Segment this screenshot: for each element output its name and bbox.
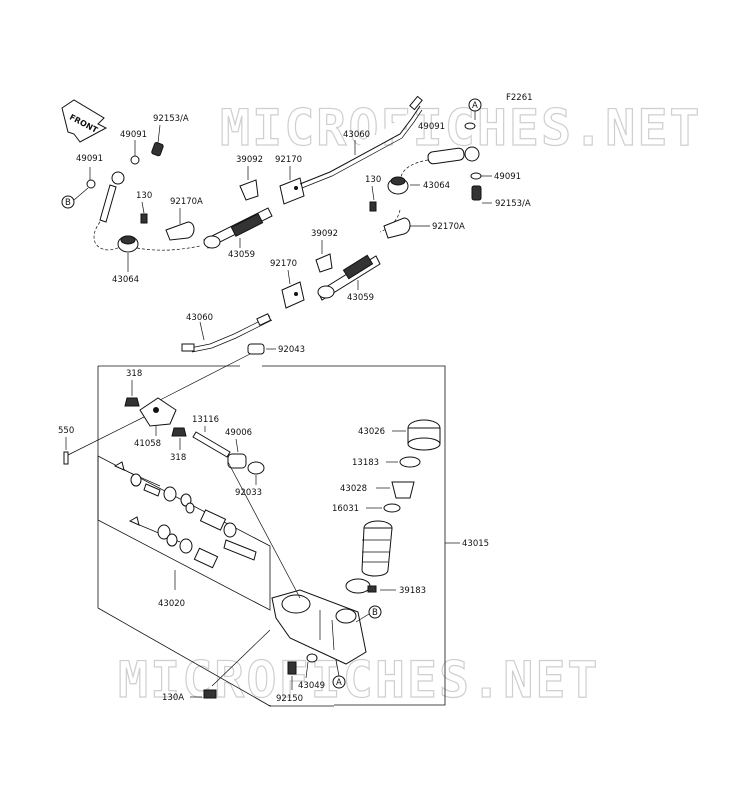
retainer-clip-icon [315,253,333,273]
clamp-icon [383,217,411,239]
label-43064-right: 43064 [423,181,450,191]
cable-end-icon [256,313,272,326]
grommet-icon [117,235,139,253]
seal-icon [130,473,237,538]
label-318-top: 318 [126,369,142,379]
hose-clamp-icon [345,578,377,594]
piston-kit-frame [97,455,271,611]
callout-b-icon [368,605,382,619]
washer-icon [86,179,96,189]
label-550: 550 [58,426,74,436]
label-43064-left: 43064 [112,275,139,285]
ring-icon [383,503,401,513]
retainer-clip-icon [239,179,259,201]
label-92033: 92033 [235,488,262,498]
label-43060-mid: 43060 [186,313,213,323]
nut-icon [124,397,140,407]
plate-icon [399,456,421,468]
label-39183: 39183 [399,586,426,596]
callout-b-bottom: B [372,608,378,618]
label-92170-mid: 92170 [270,259,297,269]
label-92150: 92150 [276,694,303,704]
label-92153A-left: 92153/A [153,114,189,124]
callout-b-left: B [65,198,71,208]
label-43060-top: 43060 [343,130,370,140]
washer-icon [464,122,476,130]
bolt-icon [203,689,217,699]
bolt-icon [140,213,148,224]
label-130-right: 130 [365,175,381,185]
label-92170A-left: 92170A [170,197,203,207]
label-92170-top: 92170 [275,155,302,165]
hose-fitting-icon [427,146,480,165]
clevis-icon [139,397,177,427]
washer-icon [130,155,140,165]
piston-icon [157,524,257,569]
label-92170A-right: 92170A [432,222,465,232]
bracket-icon [279,177,305,205]
watermark-bottom: MICROFICHES.NET [118,651,600,709]
cable-end-icon [409,95,423,111]
callout-a-top: A [472,101,478,111]
label-13183: 13183 [352,458,379,468]
figure-code: F2261 [506,93,533,103]
callout-b-icon [61,195,75,209]
label-49091-left-1: 49091 [120,130,147,140]
grommet-icon [387,176,409,195]
label-43059-mid: 43059 [347,293,374,303]
label-43015: 43015 [462,539,489,549]
hose-fitting-icon [99,171,125,223]
label-39092-top: 39092 [236,155,263,165]
label-92153A-right: 92153/A [495,199,531,209]
label-49091-left-2: 49091 [76,154,103,164]
label-49091-right-2: 49091 [494,172,521,182]
washer-icon [470,172,482,180]
label-92043: 92043 [278,345,305,355]
label-43026: 43026 [358,427,385,437]
diaphragm-icon [391,481,415,499]
label-16031: 16031 [332,504,359,514]
cotter-pin-icon [63,451,69,465]
label-43049: 43049 [298,681,325,691]
reservoir-icon [361,520,393,577]
callout-a-bottom: A [336,678,342,688]
bolt-icon [369,201,377,212]
cable-adjuster-icon [203,207,273,249]
label-43059-top: 43059 [228,250,255,260]
cable-adjuster-icon [317,254,381,301]
circlip-icon [247,461,265,475]
label-49006: 49006 [225,428,252,438]
boot-icon [227,453,247,469]
reservoir-cap-icon [407,419,441,451]
nut-icon [171,427,187,437]
cable-end-icon [181,343,195,352]
bracket-icon [281,281,305,309]
label-130A: 130A [162,693,184,703]
label-39092-mid: 39092 [311,229,338,239]
label-43020: 43020 [158,599,185,609]
banjo-bolt-icon [151,142,164,157]
master-cylinder-body-icon [271,589,367,665]
banjo-bolt-icon [471,185,482,201]
clamp-icon [165,221,195,241]
push-rod-icon [192,431,231,458]
label-318-bot: 318 [170,453,186,463]
front-arrow-icon: FRONT [61,99,108,143]
label-130-left: 130 [136,191,152,201]
watermark-top: MICROFICHES.NET [220,99,702,157]
label-41058: 41058 [134,439,161,449]
label-13116: 13116 [192,415,219,425]
label-43028: 43028 [340,484,367,494]
label-49091-right-1: 49091 [418,122,445,132]
bolt-icon [287,661,297,675]
washer-icon [306,653,318,663]
clevis-pin-icon [247,343,265,355]
